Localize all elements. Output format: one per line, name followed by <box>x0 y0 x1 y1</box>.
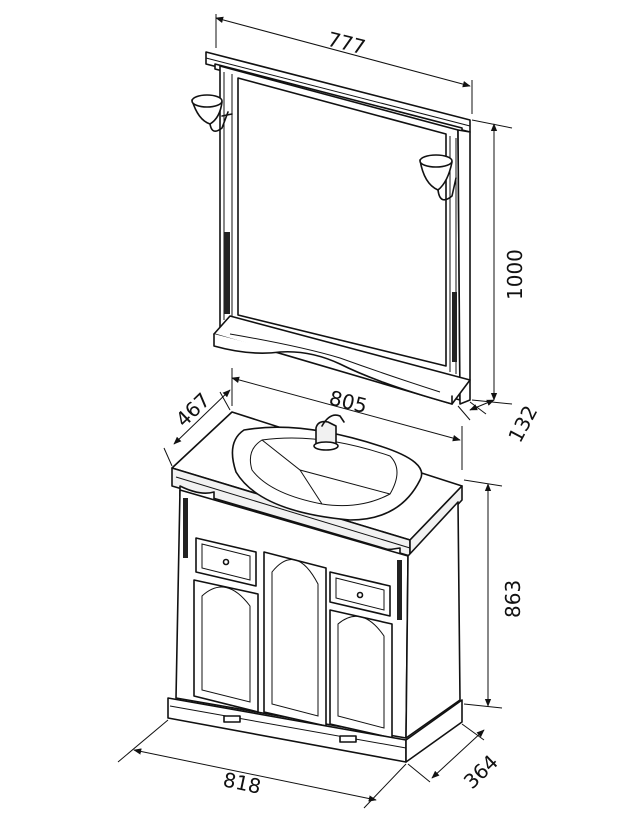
vanity-cabinet <box>167 411 463 763</box>
mirror-height-label: 1000 <box>503 249 527 300</box>
left-lamp-icon <box>191 94 233 132</box>
mirror <box>205 51 471 405</box>
cabinet-width-label: 818 <box>221 767 263 798</box>
dimension-lines <box>117 14 513 809</box>
mirror-depth-label: 132 <box>503 401 542 446</box>
sink-width-label: 805 <box>327 386 370 419</box>
right-lamp-icon <box>419 154 457 201</box>
mirror-width-label: 777 <box>325 27 368 60</box>
sink-depth-label: 467 <box>171 388 215 432</box>
cabinet-height-label: 863 <box>501 580 525 618</box>
cabinet-depth-label: 364 <box>459 750 503 794</box>
